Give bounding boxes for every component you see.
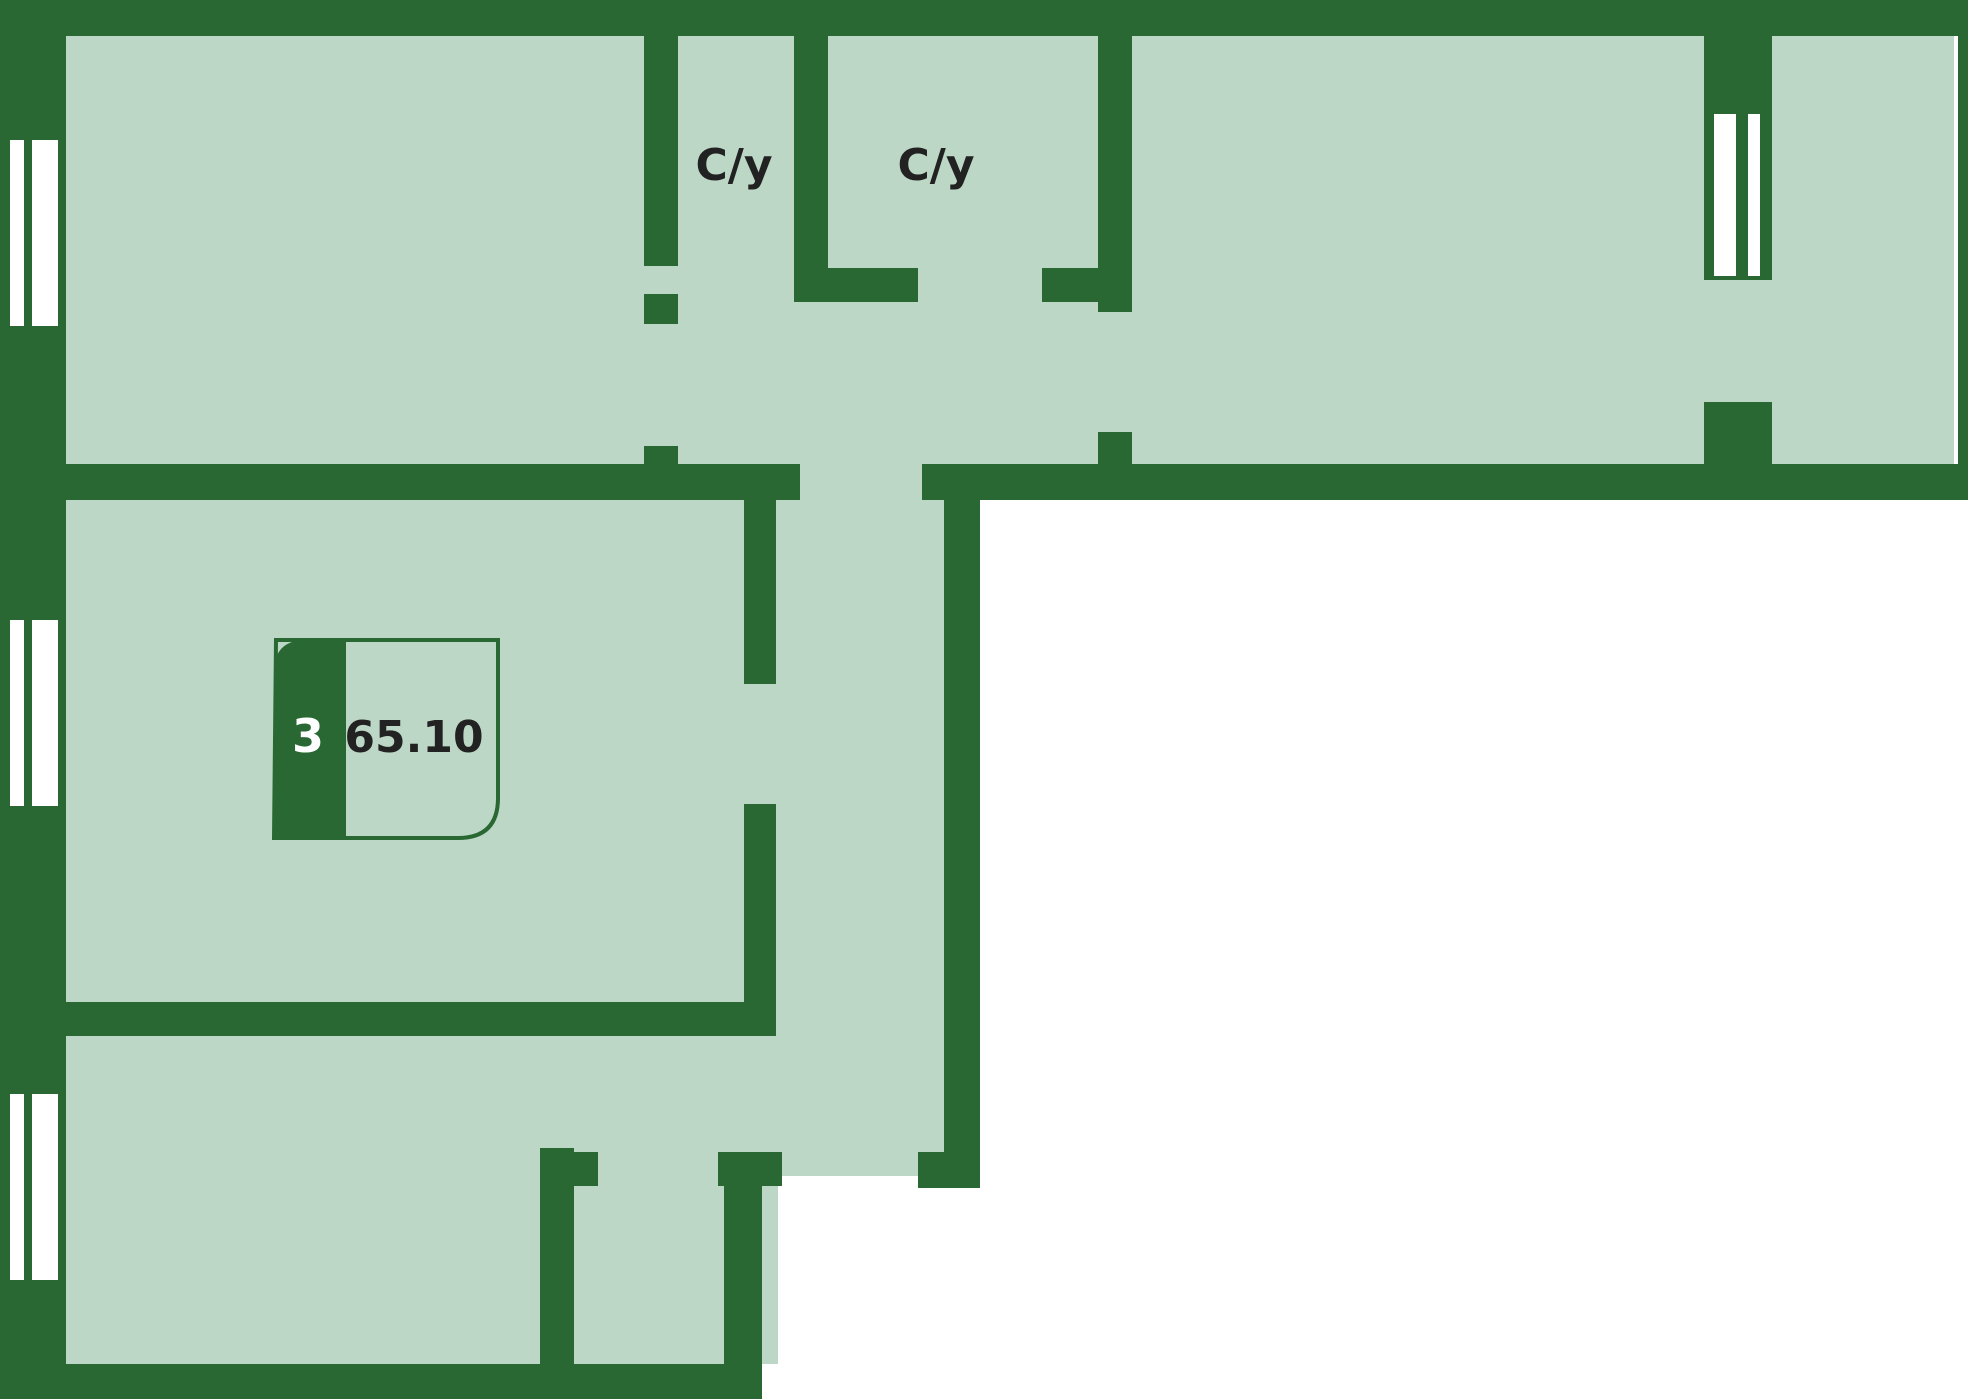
- wall-mid-room-right-top: [744, 500, 776, 684]
- room-label-bathroom-2: С/у: [897, 140, 974, 191]
- wall-bath1-left: [644, 36, 678, 266]
- wall-outer-right: [1958, 36, 1968, 500]
- wall-outer-bottom: [0, 1364, 762, 1399]
- wall-outer-top: [0, 0, 1968, 36]
- wall-stub-right-hall: [1098, 432, 1132, 466]
- wall-bottom-room-stub: [540, 1152, 598, 1186]
- badge-area: 65.10: [344, 712, 483, 763]
- floor-left-wing: [66, 464, 778, 1364]
- window-bottom-left-b: [32, 1094, 58, 1280]
- wall-top-wing-bottom-left: [66, 464, 800, 500]
- wall-corridor-right: [944, 464, 980, 1188]
- window-balcony-a: [1714, 114, 1736, 276]
- wall-bath2-bottom-left: [794, 268, 918, 302]
- badge-rooms-count: 3: [292, 709, 324, 763]
- wall-bath-divider: [794, 36, 828, 302]
- wall-mid-room-bottom: [66, 1002, 776, 1036]
- window-right-edge: [1954, 36, 1958, 464]
- window-top-left-b: [32, 140, 58, 326]
- windows: [10, 36, 1958, 1280]
- wall-bottom-closet-right: [718, 1152, 782, 1186]
- apartment-badge: 3 65.10: [271, 638, 500, 840]
- floor-corridor: [778, 464, 944, 1176]
- floor-area: [66, 36, 1958, 1364]
- room-label-bathroom-1: С/у: [695, 140, 772, 191]
- wall-outer-right-left-wing: [724, 1152, 762, 1399]
- wall-mid-room-right-bottom: [744, 804, 776, 1036]
- window-mid-left-a: [10, 620, 24, 806]
- badge-rooms-block: [274, 640, 346, 838]
- wall-bath1-left-stub: [644, 294, 678, 324]
- wall-stub-left-hall: [644, 446, 678, 466]
- window-balcony-b: [1748, 114, 1760, 276]
- wall-balcony-pillar-top: [1704, 36, 1772, 118]
- wall-bath2-right: [1098, 36, 1132, 312]
- wall-top-wing-bottom-right: [922, 464, 1968, 500]
- window-bottom-left-a: [10, 1094, 24, 1280]
- window-top-left-a: [10, 140, 24, 326]
- wall-corridor-bottom-stub: [918, 1152, 980, 1188]
- wall-balcony-pillar-bottom: [1704, 402, 1772, 466]
- floor-top-wing: [66, 36, 1958, 464]
- window-mid-left-b: [32, 620, 58, 806]
